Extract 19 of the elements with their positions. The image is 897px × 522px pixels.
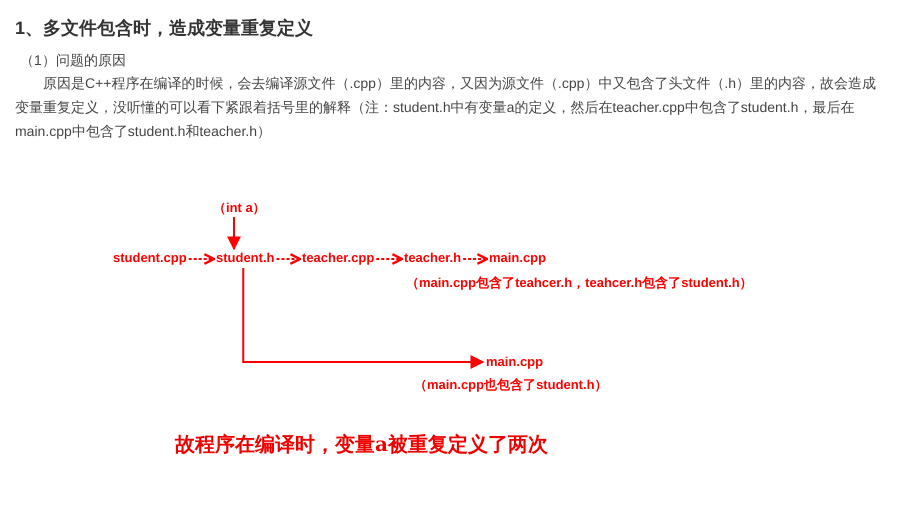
conclusion-text: 故程序在编译时，变量a被重复定义了两次 bbox=[175, 431, 548, 458]
file-name: main.cpp bbox=[486, 354, 544, 370]
file-name: teacher.h bbox=[404, 250, 462, 266]
file-name: teacher.cpp bbox=[302, 250, 374, 266]
arrow bbox=[227, 217, 241, 250]
arrow bbox=[242, 268, 484, 369]
subheading: （1）问题的原因 bbox=[20, 52, 126, 70]
file-name: main.cpp bbox=[489, 250, 546, 266]
arrow bbox=[376, 253, 404, 265]
annotation-text: （int a） bbox=[213, 200, 266, 216]
note-text: （main.cpp包含了teahcer.h，teahcer.h包含了student.h） bbox=[406, 275, 753, 291]
file-name: student.cpp bbox=[113, 250, 187, 266]
paragraph: 原因是C++程序在编译的时候，会去编译源文件（.cpp）里的内容，又因为源文件（.cpp）中又包含了头文件（.h）里的内容，故会造成变量重复定义，没听懂的可以看下紧跟着括号里的解释（注：student.h中有变量a的定义，然后在teacher.cpp中包含了student.h，最后在main.cpp中包含了student.h和teacher.h） bbox=[15, 74, 878, 141]
arrow bbox=[188, 253, 216, 265]
heading: 1、多文件包含时，造成变量重复定义 bbox=[15, 17, 314, 40]
arrow bbox=[463, 253, 488, 265]
arrow bbox=[276, 253, 302, 265]
note-text: （main.cpp也包含了student.h） bbox=[414, 377, 608, 393]
file-name: student.h bbox=[216, 250, 274, 266]
